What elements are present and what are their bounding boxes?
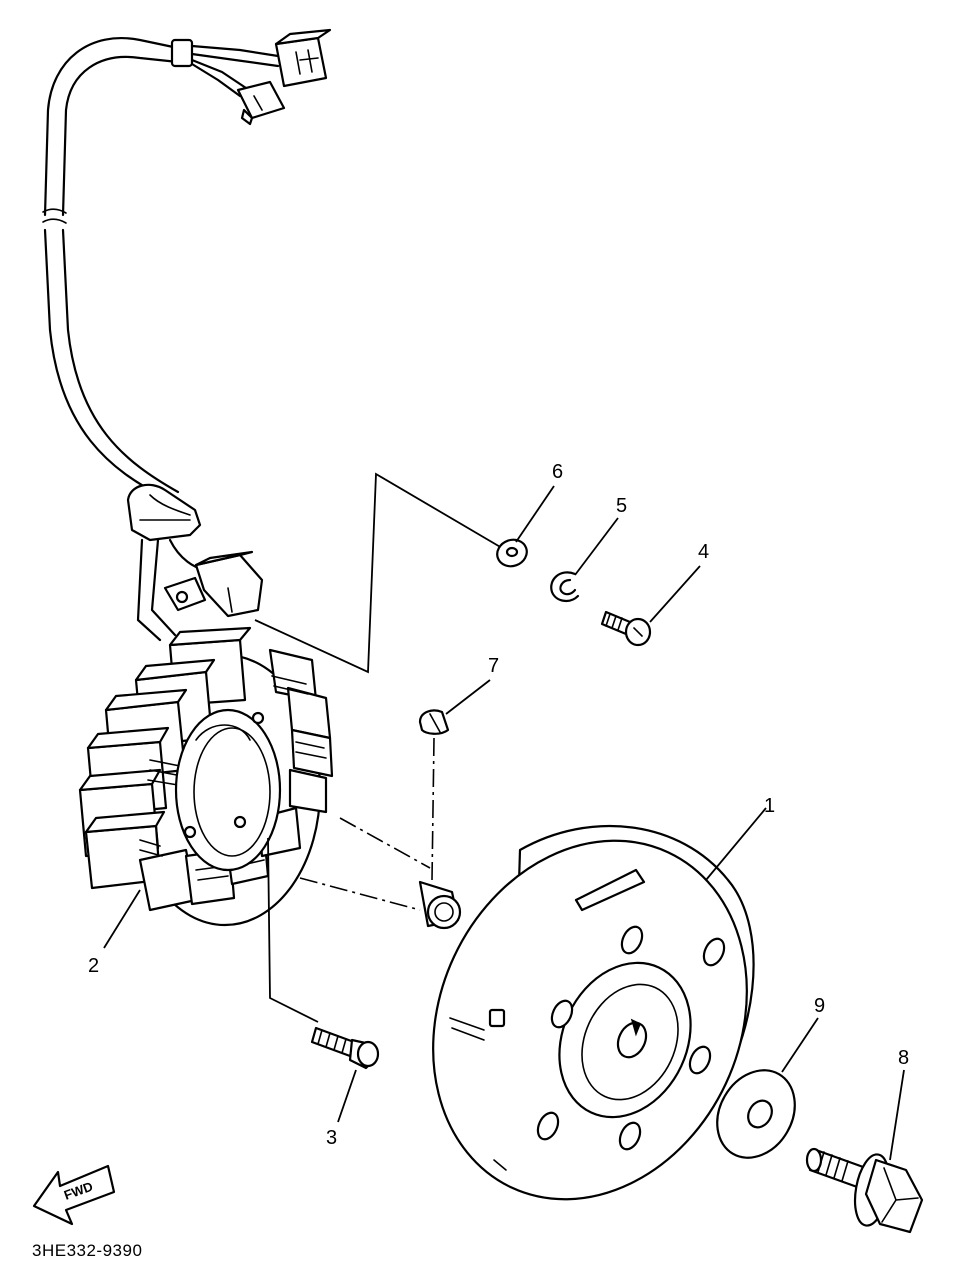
callout-7: 7: [488, 655, 499, 677]
bolt-8: [805, 1147, 924, 1234]
forward-arrow: FWD: [32, 1164, 116, 1226]
callout-4: 4: [698, 541, 709, 563]
wire-harness: [42, 28, 332, 642]
diagram-code: 3HE332-9390: [32, 1241, 142, 1260]
washer-9: [716, 1069, 796, 1159]
washer-6: [496, 538, 528, 568]
callout-leaders: [103, 485, 905, 1161]
connector-small: [236, 80, 286, 126]
screw-3: [310, 1026, 380, 1070]
callout-8: 8: [898, 1047, 909, 1069]
grommet: [126, 483, 202, 542]
stator: [78, 626, 334, 927]
callout-6: 6: [552, 461, 563, 483]
connector-top: [274, 28, 332, 88]
clip-5: [550, 571, 580, 602]
pickup-coil: [163, 550, 264, 618]
callout-3: 3: [326, 1127, 337, 1149]
callout-5: 5: [616, 495, 627, 517]
key-7: [418, 709, 450, 735]
screw-4: [600, 610, 652, 647]
rotor: [432, 824, 755, 1201]
callout-9: 9: [814, 995, 825, 1017]
callout-2: 2: [88, 955, 99, 977]
assembly-lines: [254, 472, 503, 1023]
crankshaft-end: [418, 880, 462, 930]
callout-1: 1: [764, 795, 775, 817]
callout-numbers: 6 5 4 7 1 2 3 9 8: [88, 461, 909, 1149]
